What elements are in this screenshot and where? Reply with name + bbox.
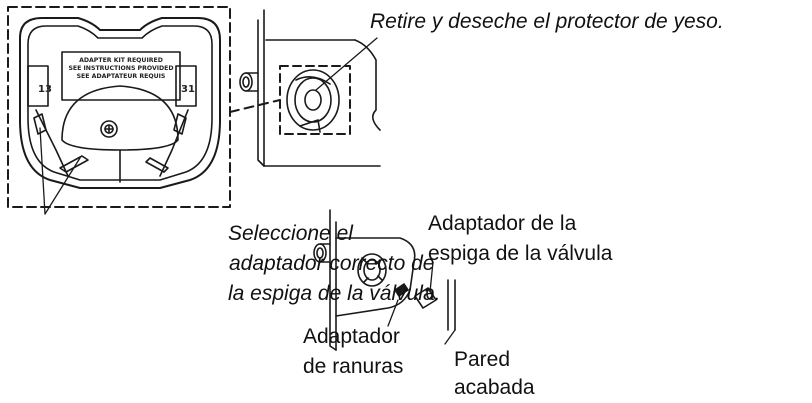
plaster-guard-detail [19,17,221,189]
select-adapter-leader-2 [44,157,81,215]
detail-box [7,6,231,208]
guard-marker-left: 13 [38,84,52,95]
valve-with-adapters [313,209,456,351]
detail-connector-line [229,99,281,113]
callout-select-adapter-2: adaptador correcto de [229,252,435,275]
callout-remove-protector: Retire y deseche el protector de yeso. [370,10,724,33]
callout-spline-adapter-1: Adaptador [303,325,400,348]
select-adapter-leader-1 [39,127,46,215]
callout-select-adapter-3: la espiga de la válvula. [228,282,441,305]
callout-finished-wall-2: acabada [454,376,535,399]
callout-finished-wall-1: Pared [454,348,511,371]
callout-stem-adapter-2: espiga de la válvula [428,242,613,265]
svg-text:SEE ADAPTATEUR REQUIS: SEE ADAPTATEUR REQUIS [77,73,166,80]
svg-text:ADAPTER KIT REQUIRED: ADAPTER KIT REQUIRED [79,57,163,64]
guard-notice: ADAPTER KIT REQUIRED SEE INSTRUCTIONS PR… [68,57,173,80]
callout-stem-adapter-1: Adaptador de la [428,212,577,235]
guard-marker-right: 31 [181,84,195,95]
callout-select-adapter-1: Seleccione el [228,222,353,245]
valve-with-guard [239,9,381,167]
callout-spline-adapter-2: de ranuras [303,355,404,378]
svg-text:SEE INSTRUCTIONS PROVIDED: SEE INSTRUCTIONS PROVIDED [68,65,173,72]
